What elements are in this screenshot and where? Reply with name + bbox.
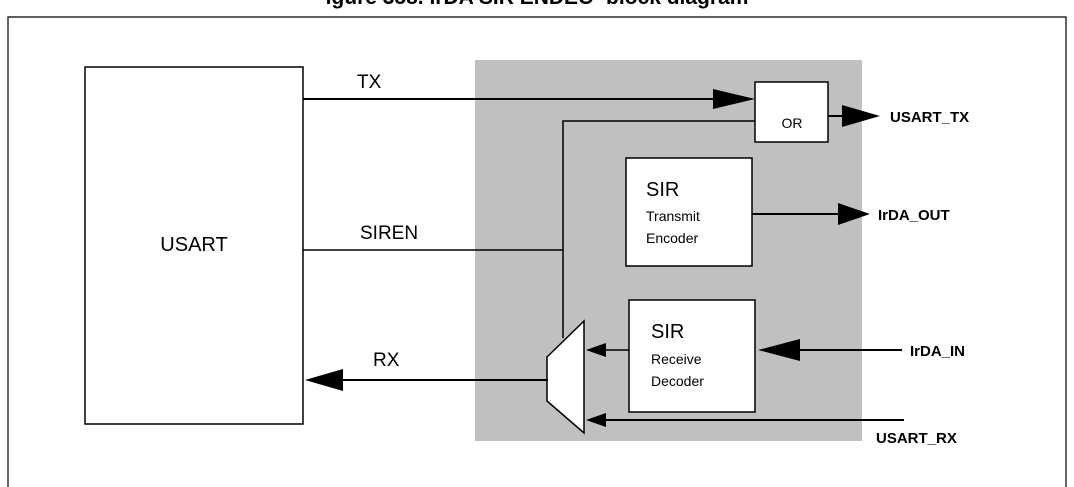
sir-tx-line1: Transmit	[646, 208, 700, 224]
tx-arrowhead	[713, 89, 755, 109]
or-gate	[754, 81, 829, 143]
sir-rx-title: SIR	[651, 321, 684, 343]
sir-rx-line2: Decoder	[651, 373, 704, 389]
sir-transmit-encoder	[625, 157, 753, 267]
irda-in-arrowhead	[758, 339, 800, 361]
sir-tx-line2: Encoder	[646, 230, 698, 246]
irda-out-label: IrDA_OUT	[878, 207, 950, 224]
usart-rx-label: USART_RX	[876, 430, 957, 447]
figure-title: igure 358. IrDA SIR ENDEC- block diagram	[326, 0, 749, 9]
rx-arrowhead	[305, 369, 343, 391]
sir-tx-title: SIR	[646, 179, 679, 201]
figure-frame	[7, 16, 1067, 487]
siren-label: SIREN	[360, 223, 418, 244]
usart-block-label: USART	[160, 234, 227, 256]
rx-label: RX	[373, 350, 400, 371]
siren-bus	[562, 120, 755, 338]
rx-multiplexer	[546, 319, 585, 435]
usart-tx-arrowhead	[842, 105, 880, 127]
sir-rx-line1: Receive	[651, 351, 702, 367]
or-gate-label: OR	[782, 115, 803, 131]
decoder-to-mux-arrowhead	[586, 343, 606, 357]
usart-block	[84, 66, 304, 425]
irda-out-arrowhead	[838, 203, 870, 225]
usart-rx-arrowhead	[586, 413, 606, 427]
irda-in-label: IrDA_IN	[910, 343, 965, 360]
sir-receive-decoder	[628, 299, 756, 413]
usart-tx-label: USART_TX	[890, 109, 969, 126]
tx-label: TX	[357, 72, 382, 93]
